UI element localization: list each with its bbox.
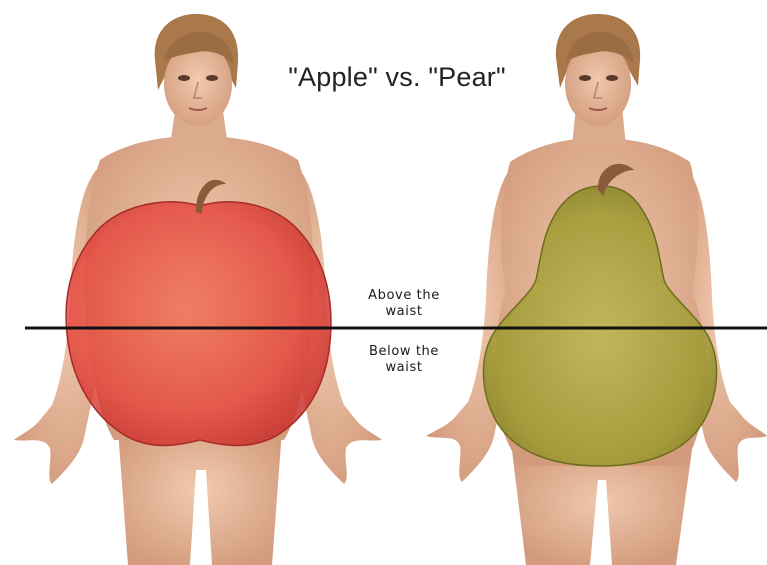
left-eye-1 [178,75,190,81]
above-waist-label-line-2: waist [344,304,464,320]
below-waist-label: Below the waist [344,344,464,376]
right-eye-2 [606,75,618,81]
apple-overlay [66,202,331,446]
above-waist-label-line-1: Above the [344,288,464,304]
diagram-title: "Apple" vs. "Pear" [262,62,532,93]
above-waist-label: Above the waist [344,288,464,320]
left-legs [118,430,282,565]
right-legs [512,450,692,565]
below-waist-label-line-2: waist [344,360,464,376]
left-eye-2 [206,75,218,81]
right-eye-1 [579,75,591,81]
apple-figure [14,14,382,565]
pear-figure [426,14,767,565]
below-waist-label-line-1: Below the [344,344,464,360]
